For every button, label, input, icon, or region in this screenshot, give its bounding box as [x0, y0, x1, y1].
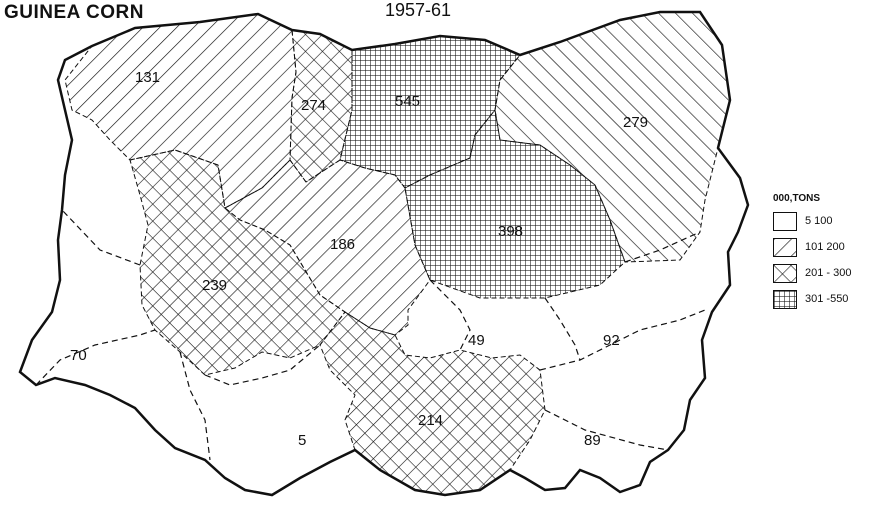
legend-label: 201 - 300 [805, 267, 852, 279]
region-label-5: 5 [298, 432, 306, 449]
legend-item: 101 200 [773, 234, 881, 260]
legend-item: 301 -550 [773, 286, 881, 312]
legend-swatch-grid [773, 289, 797, 309]
region-label-186: 186 [330, 236, 355, 253]
legend-swatch-cross [773, 263, 797, 283]
legend-item: 5 100 [773, 208, 881, 234]
map-title: GUINEA CORN [4, 2, 144, 23]
legend-label: 5 100 [805, 215, 833, 227]
legend-item: 201 - 300 [773, 260, 881, 286]
region-label-89: 89 [584, 432, 601, 449]
legend-swatch-diagonal [773, 237, 797, 257]
region-239 [129, 149, 346, 376]
map-period: 1957-61 [385, 0, 452, 20]
legend-label: 301 -550 [805, 293, 849, 305]
region-label-279: 279 [623, 114, 648, 131]
region-label-92: 92 [603, 332, 620, 349]
region-label-545: 545 [395, 93, 420, 110]
region-label-274: 274 [301, 97, 326, 114]
legend-title: 000,TONS [773, 193, 821, 204]
region-label-214: 214 [418, 412, 443, 429]
region-label-49: 49 [468, 332, 485, 349]
region-214 [319, 311, 546, 496]
region-label-398: 398 [498, 223, 523, 240]
legend-label: 101 200 [805, 241, 845, 253]
region-label-239: 239 [202, 277, 227, 294]
region-fills [64, 11, 731, 496]
country-outline [18, 10, 750, 497]
region-label-131: 131 [135, 69, 160, 86]
region-545 [339, 35, 521, 189]
legend-swatch-blank [773, 211, 797, 231]
region-labels: 131 274 545 279 398 186 239 70 49 92 214… [70, 69, 648, 449]
region-boundaries [35, 209, 706, 461]
region-398 [404, 108, 626, 299]
region-label-70: 70 [70, 347, 87, 364]
map-legend: 000,TONS 5 100 101 200 201 - 300 301 -55… [773, 193, 881, 312]
